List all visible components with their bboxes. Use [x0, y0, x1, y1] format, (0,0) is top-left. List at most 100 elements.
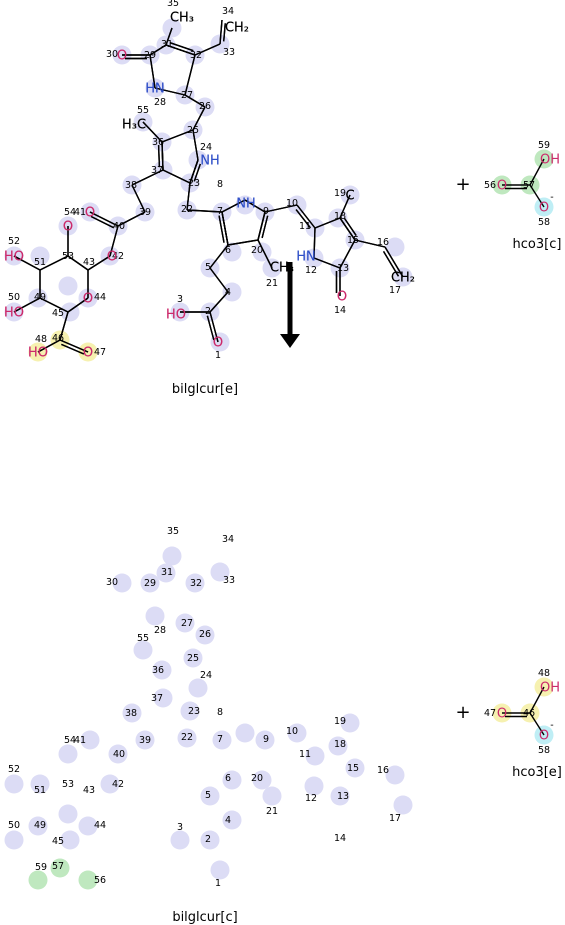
- atom-index: 38: [125, 180, 137, 191]
- cooh-oh-index: 48: [35, 334, 47, 345]
- atom-highlight: [385, 237, 405, 257]
- atom-index: 5: [205, 790, 211, 801]
- atom-index: 28: [154, 97, 166, 108]
- atom-highlight: [122, 703, 142, 723]
- atom-index: 35: [167, 526, 179, 537]
- atom-index: 51: [34, 257, 46, 268]
- atom-index: 12: [305, 793, 317, 804]
- atom-highlight: [222, 770, 242, 790]
- bond: [67, 255, 89, 271]
- molecule-name: bilglcur[c]: [172, 910, 237, 925]
- cooh-c-index: 46: [52, 333, 64, 344]
- atom-index: 15: [347, 235, 359, 246]
- bond: [184, 94, 206, 108]
- vinyl-bond: [382, 251, 400, 277]
- atom-index: 12: [305, 265, 317, 276]
- atom-highlight: [200, 830, 220, 850]
- bond: [131, 169, 164, 186]
- methyl-bond: [339, 194, 351, 219]
- ring-o-label: O: [83, 292, 93, 307]
- methyl-label: CH₃: [170, 11, 194, 26]
- atom-index: 9: [263, 734, 269, 745]
- nh-label: HN: [296, 250, 316, 265]
- nh-label: NH: [200, 154, 220, 169]
- atom-highlight: [145, 606, 165, 626]
- atom-highlight: [183, 648, 203, 668]
- atom-index: 23: [188, 178, 200, 189]
- hco3-bottom-ominus-label: O: [539, 729, 549, 744]
- cooh-oh-highlight: [28, 870, 48, 890]
- atom-highlight: [156, 563, 176, 583]
- atom-highlight: [175, 613, 195, 633]
- double-bond: [165, 44, 196, 56]
- molecule-name: bilglcur[e]: [172, 382, 238, 397]
- atom-index: 41: [74, 735, 86, 746]
- carbonyl-o-label: O: [213, 336, 223, 351]
- atom-index: 27: [181, 618, 193, 629]
- atom-highlight: [200, 786, 220, 806]
- atom-index: 34: [222, 6, 234, 17]
- ring-o-label: O: [107, 250, 117, 265]
- atom-index: 39: [139, 735, 151, 746]
- hco3-top-ominus-bond: [529, 184, 545, 208]
- atom-index: 43: [83, 785, 95, 796]
- atom-index: 25: [187, 653, 199, 664]
- bond: [192, 106, 206, 131]
- atom-index: 3: [177, 822, 183, 833]
- bond: [162, 169, 191, 184]
- bond: [194, 43, 221, 56]
- atom-highlight: [30, 246, 50, 266]
- atom-highlight: [330, 786, 350, 806]
- bond: [149, 44, 167, 56]
- atom-index: 6: [225, 773, 231, 784]
- bond: [87, 255, 111, 271]
- nh-label: NH: [236, 197, 256, 212]
- bond: [264, 204, 298, 213]
- atom-index: 17: [389, 285, 401, 296]
- ring-o-label: O: [83, 292, 93, 307]
- atom-highlight: [222, 282, 242, 302]
- double-bond: [169, 42, 194, 52]
- hco3-top-oh-index: 59: [538, 140, 550, 151]
- plus-sign-bottom: +: [455, 702, 470, 723]
- atom-index: 31: [161, 567, 173, 578]
- atom-index: 18: [334, 739, 346, 750]
- atom-index: 52: [8, 764, 20, 775]
- methyl-bond: [165, 27, 173, 46]
- bond: [39, 255, 69, 271]
- atom-highlight: [4, 830, 24, 850]
- methyl-label: H₃C: [122, 118, 146, 133]
- nh-label: HN: [145, 82, 165, 97]
- atom-index: 35: [167, 0, 179, 9]
- atom-highlight: [108, 744, 128, 764]
- bond: [339, 239, 356, 269]
- vinyl-ch2-label: CH₂: [225, 21, 249, 36]
- atom-index: 30: [106, 577, 118, 588]
- atom-highlight: [195, 625, 215, 645]
- double-bond: [193, 163, 201, 182]
- atom-index: 21: [266, 806, 278, 817]
- carbonyl-o-label: O: [337, 290, 347, 305]
- atom-index: 20: [251, 773, 263, 784]
- atom-index: 20: [251, 245, 263, 256]
- bond: [221, 199, 246, 213]
- atom-index: 36: [152, 665, 164, 676]
- carbonyl-bond: [209, 311, 219, 343]
- atom-highlight: [140, 573, 160, 593]
- cooh-o-label: O: [83, 346, 93, 361]
- hydroxyl-label: HO: [166, 308, 186, 323]
- atom-index: 17: [389, 813, 401, 824]
- atom-index: 37: [151, 165, 163, 176]
- bond: [354, 239, 386, 248]
- bond: [117, 211, 146, 227]
- atom-highlight: [262, 786, 282, 806]
- atom-index: 36: [152, 137, 164, 148]
- atom-index: 2: [205, 834, 211, 845]
- atom-highlight: [235, 723, 255, 743]
- atom-highlight: [210, 860, 230, 880]
- atom-index: 15: [347, 763, 359, 774]
- atom-highlight: [100, 774, 120, 794]
- atom-index: 45: [52, 836, 64, 847]
- atom-index: 51: [34, 785, 46, 796]
- atom-index: 34: [222, 534, 234, 545]
